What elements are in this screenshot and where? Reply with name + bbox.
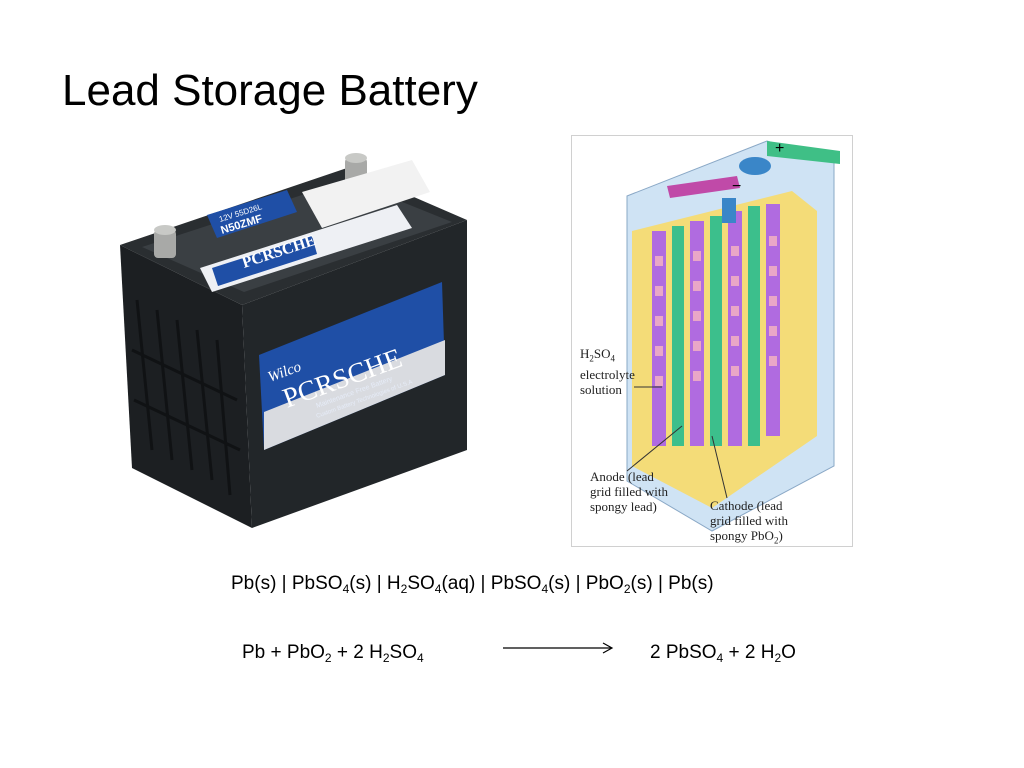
battery-front-face [120, 245, 252, 528]
slide-title: Lead Storage Battery [62, 66, 478, 115]
car-battery-photo: 12V 55D26L N50ZMF PCRSCHE Wilco PCRSCHE … [120, 153, 467, 528]
cathode-label: Cathode (lead grid filled with spongy Pb… [710, 498, 788, 546]
battery-top-label [207, 190, 297, 238]
reaction-products: 2 PbSO4 + 2 H2O [650, 642, 796, 665]
battery-terminals [154, 153, 367, 258]
minus-symbol: − [732, 178, 741, 195]
reaction-arrow-icon [503, 642, 614, 654]
leader-lines [626, 386, 728, 499]
cutaway-illustration: − + [626, 140, 840, 532]
warning-sticker [302, 160, 430, 228]
reaction-reactants: Pb + PbO2 + 2 H2SO4 [242, 642, 424, 665]
plate-grid [655, 236, 777, 386]
anode-label: Anode (lead grid filled with spongy lead… [590, 469, 668, 514]
negative-terminal [667, 176, 740, 198]
plus-symbol: + [775, 140, 784, 157]
positive-terminal [767, 141, 840, 164]
electrolyte-label: H2SO4 electrolyte solution [580, 346, 635, 397]
battery-ribs [131, 299, 241, 496]
cell-cutaway-diagram: − + H2SO4 electrolyte solution Anode (le… [571, 135, 853, 547]
cell-notation: Pb(s) | PbSO4(s) | H2SO4(aq) | PbSO4(s) … [231, 573, 714, 596]
electrode-plates [652, 204, 780, 446]
positive-post [739, 157, 771, 175]
